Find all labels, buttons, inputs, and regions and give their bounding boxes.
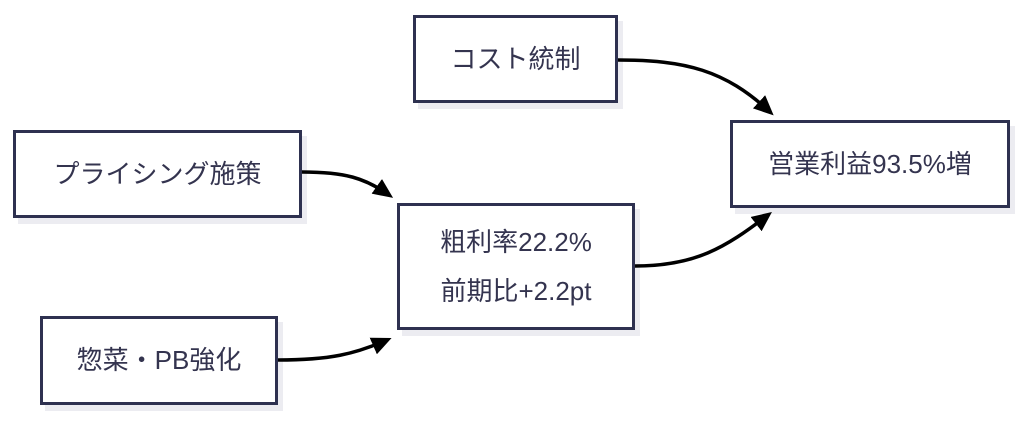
node-pricing-initiatives-label: プライシング施策 bbox=[53, 158, 262, 189]
node-operating-profit: 営業利益93.5%増 bbox=[730, 120, 1010, 208]
edge-cost-control-to-operating-profit bbox=[617, 58, 774, 116]
node-pricing-initiatives: プライシング施策 bbox=[13, 130, 302, 218]
node-gross-margin: 粗利率22.2% 前期比+2.2pt bbox=[397, 203, 635, 330]
node-deli-pb-strengthening: 惣菜・PB強化 bbox=[40, 316, 278, 405]
edge-deli-pb-to-gross-margin bbox=[277, 337, 392, 362]
edge-gross-margin-to-operating-profit bbox=[634, 211, 772, 268]
node-operating-profit-label: 営業利益93.5%増 bbox=[768, 148, 972, 179]
node-deli-pb-strengthening-label: 惣菜・PB強化 bbox=[76, 345, 242, 376]
node-gross-margin-line2: 前期比+2.2pt bbox=[440, 275, 592, 306]
edge-pricing-to-gross-margin bbox=[301, 170, 394, 198]
node-cost-control: コスト統制 bbox=[413, 15, 618, 103]
node-gross-margin-line1: 粗利率22.2% bbox=[440, 227, 592, 258]
node-cost-control-label: コスト統制 bbox=[450, 43, 581, 74]
